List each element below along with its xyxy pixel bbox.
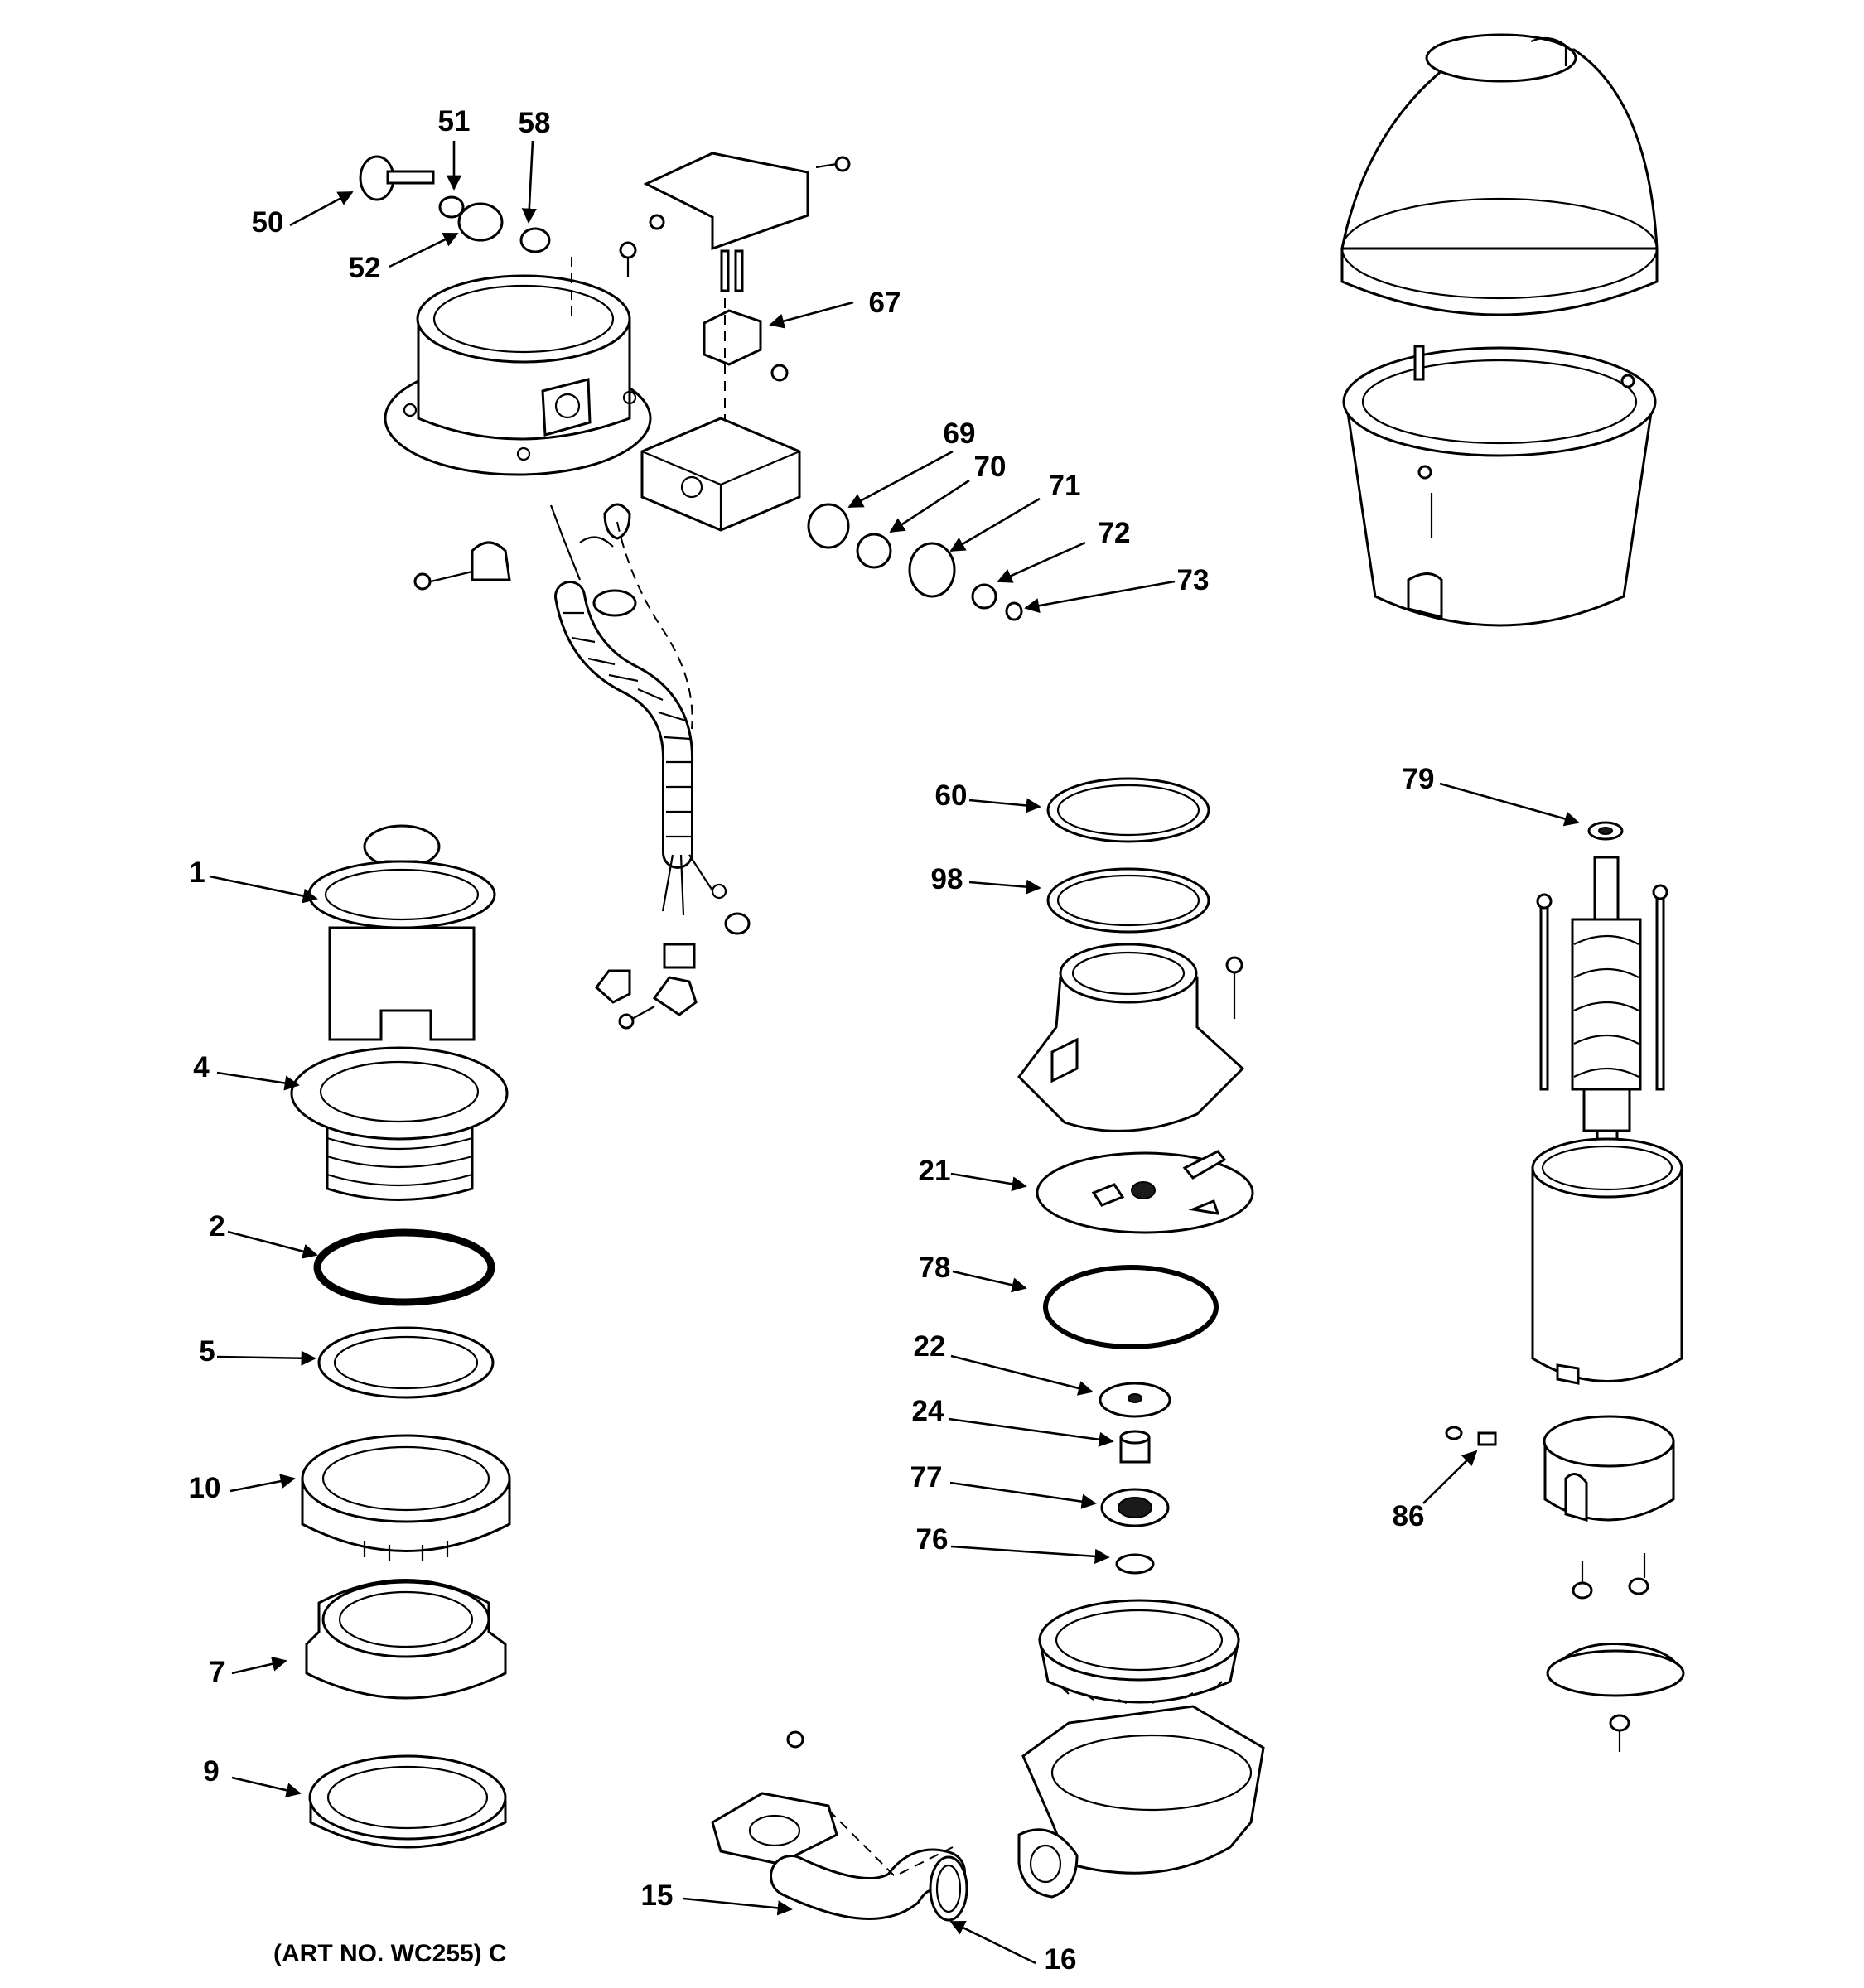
part-50-52-51-58-reset-assembly: [359, 155, 551, 253]
callout-21: 21: [919, 1155, 951, 1187]
callout-1: 1: [189, 856, 205, 889]
callout-70: 70: [974, 451, 1007, 483]
callout-58: 58: [519, 107, 551, 139]
leader-lines: [209, 140, 1580, 1965]
callout-98: 98: [931, 863, 963, 895]
callout-16: 16: [1045, 1943, 1077, 1976]
callout-4: 4: [193, 1051, 210, 1083]
callout-22: 22: [914, 1330, 946, 1363]
part-4-sink-flange: [290, 1046, 509, 1201]
callout-2: 2: [209, 1210, 225, 1242]
callout-76: 76: [916, 1523, 949, 1556]
callout-73: 73: [1177, 564, 1210, 596]
callout-9: 9: [203, 1755, 219, 1788]
part-power-cord: [549, 504, 751, 935]
part-1-stopper: [307, 824, 496, 1041]
callout-78: 78: [919, 1252, 951, 1284]
part-7-mounting-ring: [305, 1579, 507, 1700]
callout-labels: 1 2 4 5 7 9 10 15 16 21 22 24 50 51 52 5…: [189, 105, 1435, 1976]
callout-50: 50: [252, 206, 284, 239]
part-21-turntable: [1036, 1150, 1254, 1234]
part-79-washer: [1587, 821, 1624, 841]
part-cover-shell: [1340, 33, 1659, 316]
part-switch-box: [603, 417, 801, 540]
callout-79: 79: [1403, 763, 1435, 795]
callout-10: 10: [189, 1472, 221, 1504]
art-number-caption: (ART NO. WC255) C: [273, 1940, 507, 1967]
part-60-ring: [1046, 777, 1210, 843]
part-9-snap-ring: [308, 1754, 507, 1849]
part-upper-hopper: [1017, 943, 1245, 1132]
callout-7: 7: [209, 1656, 225, 1688]
part-5-backup-ring: [317, 1326, 495, 1399]
part-cord-clamps: [413, 541, 698, 1030]
part-motor-bottom-cover: [1546, 1642, 1685, 1752]
callout-72: 72: [1099, 517, 1131, 549]
part-86-end-bell: [1445, 1415, 1675, 1600]
part-lower-hopper-body: [1017, 1705, 1265, 1899]
part-98-ring: [1046, 867, 1210, 934]
callout-86: 86: [1393, 1500, 1425, 1532]
part-15-16-discharge-elbow: [711, 1730, 968, 1922]
part-lower-shell: [1342, 345, 1657, 627]
callout-60: 60: [935, 779, 968, 812]
callout-51: 51: [438, 105, 471, 138]
part-78-o-ring: [1043, 1265, 1219, 1349]
callout-5: 5: [199, 1335, 215, 1368]
callout-24: 24: [912, 1395, 944, 1427]
part-2-gasket: [313, 1228, 495, 1306]
callout-77: 77: [910, 1461, 943, 1493]
callout-15: 15: [641, 1879, 674, 1912]
part-stator-housing: [1531, 1137, 1683, 1385]
callout-52: 52: [349, 252, 381, 284]
callout-69: 69: [944, 417, 976, 450]
part-switch-cover-bracket: [619, 152, 851, 277]
part-67-switch: [703, 249, 789, 447]
part-22-24-77-76-bearing-stack: [1099, 1382, 1171, 1575]
part-armature: [1536, 856, 1668, 1159]
part-motor-housing-flange: [384, 257, 652, 476]
part-10-mounting-ring: [301, 1434, 511, 1561]
callout-67: 67: [869, 287, 901, 319]
part-grind-ring: [1038, 1599, 1240, 1705]
part-69-73-terminal-hardware: [807, 503, 1023, 621]
callout-71: 71: [1049, 470, 1081, 502]
